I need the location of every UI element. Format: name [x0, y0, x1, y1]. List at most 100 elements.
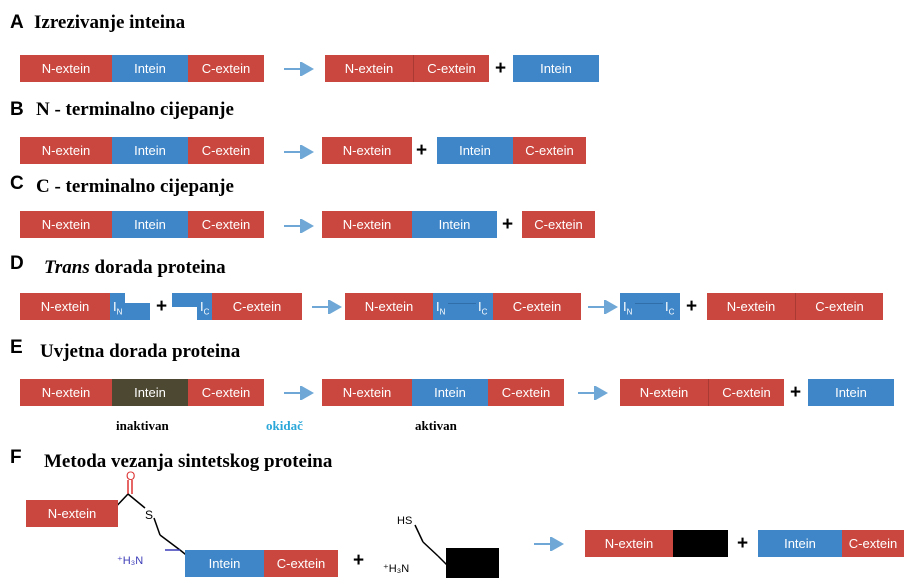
- f-product-intein: Intein: [758, 530, 842, 557]
- f-product-c-extein: C-extein: [842, 530, 904, 557]
- f-amine-right-label: ⁺H₃N: [383, 563, 409, 575]
- f-bond-hs-ch2: [414, 524, 424, 543]
- d-intein-n-fragment: IN: [110, 293, 150, 320]
- e-trigger-label: okidač: [266, 418, 303, 433]
- f-synthetic-peptide: [446, 548, 499, 578]
- b-intein: Intein: [112, 137, 188, 164]
- section-a-title: Izrezivanje inteina: [34, 12, 186, 33]
- d-ic-label: IC: [200, 299, 210, 317]
- a-product-intein: Intein: [513, 55, 599, 82]
- section-e-title: Uvjetna dorada proteina: [40, 341, 241, 362]
- section-e-letter: E: [10, 337, 23, 358]
- d-arrow-2-icon: [588, 300, 618, 314]
- f-product-n-extein: N-extein: [585, 530, 673, 557]
- e-arrow-1-icon: [284, 386, 314, 400]
- d-mid-c-extein: C-extein: [493, 293, 581, 320]
- a-arrow-icon: [284, 62, 314, 76]
- e-arrow-2-icon: [578, 386, 608, 400]
- d-mid-in-label: IN: [436, 299, 446, 317]
- e-inactive-label: inaktivan: [116, 418, 169, 433]
- f-bond-ch2-ca: [159, 534, 181, 551]
- d-mid-n-extein: N-extein: [345, 293, 433, 320]
- d-free-ic-label: IC: [665, 299, 675, 317]
- section-b-letter: B: [10, 99, 24, 120]
- d-free-intein: IN IC: [620, 293, 680, 320]
- e-plus: +: [790, 382, 802, 403]
- f-oxygen-label: O: [126, 470, 135, 483]
- section-d-title: Trans dorada proteina: [44, 257, 226, 279]
- b-n-extein: N-extein: [20, 137, 112, 164]
- a-product-c-extein: C-extein: [413, 55, 489, 82]
- f-amine-left-label: ⁺H₃N: [117, 555, 143, 567]
- e-product-intein: Intein: [808, 379, 894, 406]
- d-intein-c-fragment: IC: [172, 293, 212, 320]
- c-n-extein: N-extein: [20, 211, 112, 238]
- section-d-title-italic: Trans: [44, 257, 90, 278]
- d-product-n-extein: N-extein: [707, 293, 795, 320]
- b-plus: +: [416, 140, 428, 161]
- d-in-block-a: [110, 293, 125, 320]
- f-sulfur-label: S: [145, 508, 153, 522]
- f-bond-s-ch2: [153, 517, 161, 536]
- section-b-title: N - terminalno cijepanje: [36, 99, 234, 120]
- d-ic-block-b: [197, 293, 212, 320]
- f-thiol-label: HS: [397, 515, 412, 527]
- e-active-label: aktivan: [415, 418, 457, 433]
- e-inactive-intein: Intein: [112, 379, 188, 406]
- f-bond-ch2-ca-right: [422, 541, 439, 557]
- d-free-in-label: IN: [623, 299, 633, 317]
- d-plus-2: +: [686, 296, 698, 317]
- d-mid-divider: [448, 303, 476, 304]
- b-arrow-icon: [284, 145, 314, 159]
- section-c-title: C - terminalno cijepanje: [36, 176, 234, 197]
- d-in-block-b: [125, 303, 150, 320]
- d-free-divider: [635, 303, 663, 304]
- a-intein: Intein: [112, 55, 188, 82]
- f-plus-2: +: [737, 533, 749, 554]
- d-arrow-1-icon: [312, 300, 342, 314]
- e-n-extein: N-extein: [20, 379, 112, 406]
- section-f-letter: F: [10, 447, 22, 468]
- section-c-letter: C: [10, 173, 24, 194]
- c-product-c-extein: C-extein: [522, 211, 595, 238]
- c-c-extein: C-extein: [188, 211, 264, 238]
- c-product-n-extein: N-extein: [322, 211, 412, 238]
- c-plus: +: [502, 214, 514, 235]
- f-n-extein: N-extein: [26, 500, 118, 527]
- b-c-extein: C-extein: [188, 137, 264, 164]
- c-product-intein: Intein: [412, 211, 497, 238]
- a-c-extein: C-extein: [188, 55, 264, 82]
- e-product-c-extein: C-extein: [708, 379, 784, 406]
- d-product-c-extein: C-extein: [795, 293, 883, 320]
- d-n-extein: N-extein: [20, 293, 110, 320]
- f-arrow-icon: [534, 537, 564, 551]
- a-product-n-extein: N-extein: [325, 55, 413, 82]
- f-c-extein: C-extein: [264, 550, 338, 577]
- e-product-n-extein: N-extein: [620, 379, 708, 406]
- section-d-title-rest: dorada proteina: [89, 257, 226, 278]
- d-c-extein: C-extein: [212, 293, 302, 320]
- f-plus-1: +: [353, 550, 365, 571]
- d-mid-intein: IN IC: [433, 293, 493, 320]
- c-arrow-icon: [284, 219, 314, 233]
- f-product-synthetic-block: [673, 530, 728, 557]
- e-active-intein: Intein: [412, 379, 488, 406]
- e-c-extein: C-extein: [188, 379, 264, 406]
- d-mid-ic-label: IC: [478, 299, 488, 317]
- d-plus-1: +: [156, 296, 168, 317]
- section-f-title: Metoda vezanja sintetskog proteina: [44, 451, 333, 472]
- section-d-letter: D: [10, 253, 24, 274]
- e-mid-c-extein: C-extein: [488, 379, 564, 406]
- b-product-n-extein: N-extein: [322, 137, 412, 164]
- f-bond-c-s: [127, 493, 146, 509]
- a-plus: +: [495, 58, 507, 79]
- b-product-c-extein: C-extein: [513, 137, 586, 164]
- b-product-intein: Intein: [437, 137, 513, 164]
- f-intein: Intein: [185, 550, 264, 577]
- e-mid-n-extein: N-extein: [322, 379, 412, 406]
- d-in-label: IN: [113, 299, 123, 317]
- section-a-letter: A: [10, 12, 24, 33]
- a-n-extein: N-extein: [20, 55, 112, 82]
- c-intein: Intein: [112, 211, 188, 238]
- d-ic-block-a: [172, 293, 197, 307]
